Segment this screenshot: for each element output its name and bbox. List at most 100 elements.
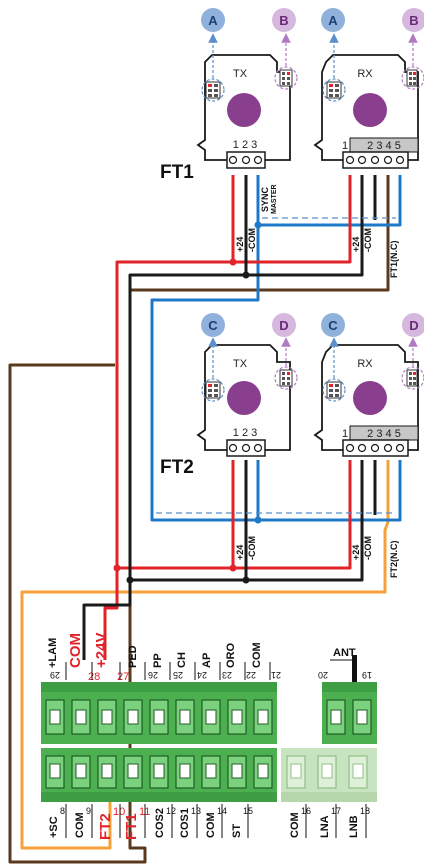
bottom-terminal-name: FT2: [97, 813, 114, 840]
top-terminal-name: COM: [67, 633, 84, 668]
ft1-tx-bubble-b: [272, 8, 296, 32]
control-board: +LAM COM +24V PED PP CH AP ORO COM 29 28…: [41, 633, 377, 840]
bottom-terminal-number: 9: [86, 806, 91, 816]
wire-black-com-ft2-rx: [246, 460, 364, 582]
bottom-terminal-name: COM: [289, 812, 301, 838]
bottom-terminal-name: ST: [231, 824, 243, 838]
top-terminal-number: 26: [148, 670, 158, 680]
top-terminal-number: 29: [50, 670, 60, 680]
wire-orange-ft2-signal: [20, 460, 390, 850]
junction-dot: [242, 576, 250, 584]
ft2-rx-terminal-numbers: 2 3 4 5: [367, 428, 401, 440]
ft1-tx-wire-label-com: -COM: [247, 228, 257, 252]
ft1-rx-terminal-lead: 1: [342, 140, 348, 152]
top-terminal-name: COM: [251, 642, 263, 668]
ft2-tx-unit: TX 1 2 3: [196, 344, 298, 457]
top-terminal-name: PP: [152, 653, 164, 668]
ft2-rx-bubble-c: [321, 313, 345, 337]
ft2-tx-jumper-d: [274, 366, 298, 390]
top-terminal-name: PED: [127, 645, 139, 668]
ft1-sync-label: SYNC: [260, 186, 270, 212]
ft1-rx-bubble-a: [321, 8, 345, 32]
wire-red-24v-ft1: [103, 175, 235, 660]
ft1-rx-lens: [353, 93, 387, 127]
ft2-rx-unit: RX 1 2 3 4 5: [313, 344, 424, 457]
bottom-terminal-number: 12: [166, 806, 176, 816]
bottom-terminal-name: LNB: [348, 815, 360, 838]
top-terminal-number: 25: [173, 670, 183, 680]
wire-red-24v-ft1-rx: [233, 175, 352, 264]
ft1-rx-unit: RX 1 2 3 4 5: [313, 54, 424, 169]
ft1-rx-bubble-b-label: B: [409, 13, 418, 28]
ft2-rx-bubble-c-label: C: [328, 318, 338, 333]
ft1-name: FT1: [160, 162, 194, 183]
top-terminal-number: 21: [271, 670, 281, 680]
ft1-rx-terminal-block: [342, 151, 409, 169]
ant-label: ANT: [333, 647, 356, 659]
top-terminal-number: 22: [246, 670, 256, 680]
ft1-tx-bubble-a: [201, 8, 225, 32]
junction-dot: [254, 516, 262, 524]
bottom-terminal-name: COM: [74, 812, 86, 838]
bottom-terminal-name: COM: [205, 812, 217, 838]
bottom-terminal-name: FT1: [123, 813, 140, 840]
bottom-terminal-number: 13: [191, 806, 201, 816]
ft1-tx-bubble-b-label: B: [279, 13, 288, 28]
ft2-tx-label: TX: [233, 358, 248, 370]
wire-black-com-ft1-rx: [246, 175, 364, 277]
ft2-rx-terminal-block: [342, 439, 409, 457]
ft2-tx-terminal-block: [226, 439, 266, 457]
ft2-tx-bubble-c: [201, 313, 225, 337]
ft1-rx-jumper-a: [322, 78, 346, 102]
ft2-tx-bubble-d-label: D: [279, 318, 288, 333]
ft1-rx-terminal-numbers: 2 3 4 5: [367, 140, 401, 152]
bottom-terminal-name: LNA: [319, 815, 331, 838]
top-terminal-numbers: 29 28 27 26 25 24 23 22 21: [50, 670, 281, 683]
top-terminal-labels: +LAM COM +24V PED PP CH AP ORO COM: [47, 633, 263, 668]
wire-blue-sync-trunk: [150, 225, 402, 522]
bottom-terminal-name: COS1: [179, 808, 191, 838]
bottom-terminal-name: COS2: [154, 808, 166, 838]
ft2-rx-bubble-d-label: D: [409, 318, 418, 333]
wire-black-com-ft1: [82, 175, 248, 660]
junction-dot: [229, 564, 237, 572]
ft1-tx-jumper-b: [274, 66, 298, 90]
bottom-terminal-number: 18: [360, 806, 370, 816]
ft2-rx-lens: [353, 381, 387, 415]
top-terminal-number: 24: [197, 670, 207, 680]
bottom-terminal-number: 10: [113, 806, 125, 818]
bottom-terminal-labels: +SC COM FT2 FT1 COS2 COS1 COM ST COM LNA…: [48, 808, 360, 840]
ft2-tx-bubble-d: [272, 313, 296, 337]
ft1-master-label: MASTER: [271, 184, 278, 214]
ft2-tx-terminal-numbers: 1 2 3: [233, 427, 257, 439]
ft2-tx-wire-label-com: -COM: [247, 536, 257, 560]
ft2-rx-wire-label-com: -COM: [363, 536, 373, 560]
wires: [8, 175, 402, 864]
ant-antenna-connector: [352, 655, 357, 683]
ft2-rx-wire-label-signal: FT2(N.C): [389, 541, 399, 579]
top-terminal-name: ORO: [225, 643, 237, 669]
top-terminal-name: +24V: [93, 633, 110, 668]
ft2-rx-jumper-d: [401, 366, 424, 390]
top-terminal-number: 28: [88, 671, 100, 683]
ft1-rx-label: RX: [357, 68, 373, 80]
ft1-rx-bubble-b: [402, 8, 424, 32]
junction-dot: [113, 564, 121, 572]
ft2-rx-terminal-lead: 1: [342, 428, 348, 440]
ft2-rx-wire-label-24: +24: [351, 545, 361, 560]
top-terminal-number: 27: [117, 671, 129, 683]
top-terminal-name: AP: [201, 653, 213, 668]
ant-number: 20: [318, 670, 328, 680]
top-terminal-number: 23: [222, 670, 232, 680]
ant-number: 19: [362, 670, 372, 680]
ft2-name: FT2: [160, 457, 194, 478]
ft2-tx-lens: [227, 381, 261, 415]
ft2-rx-label: RX: [357, 358, 373, 370]
photocell-ft2: TX 1 2 3 FT2 C D RX: [160, 313, 424, 578]
junction-dot: [229, 258, 237, 266]
ft1-tx-jumper-a: [201, 78, 225, 102]
junction-dot: [242, 271, 250, 279]
ft1-tx-unit: TX 1 2 3: [196, 54, 298, 169]
junction-dot: [126, 576, 134, 584]
